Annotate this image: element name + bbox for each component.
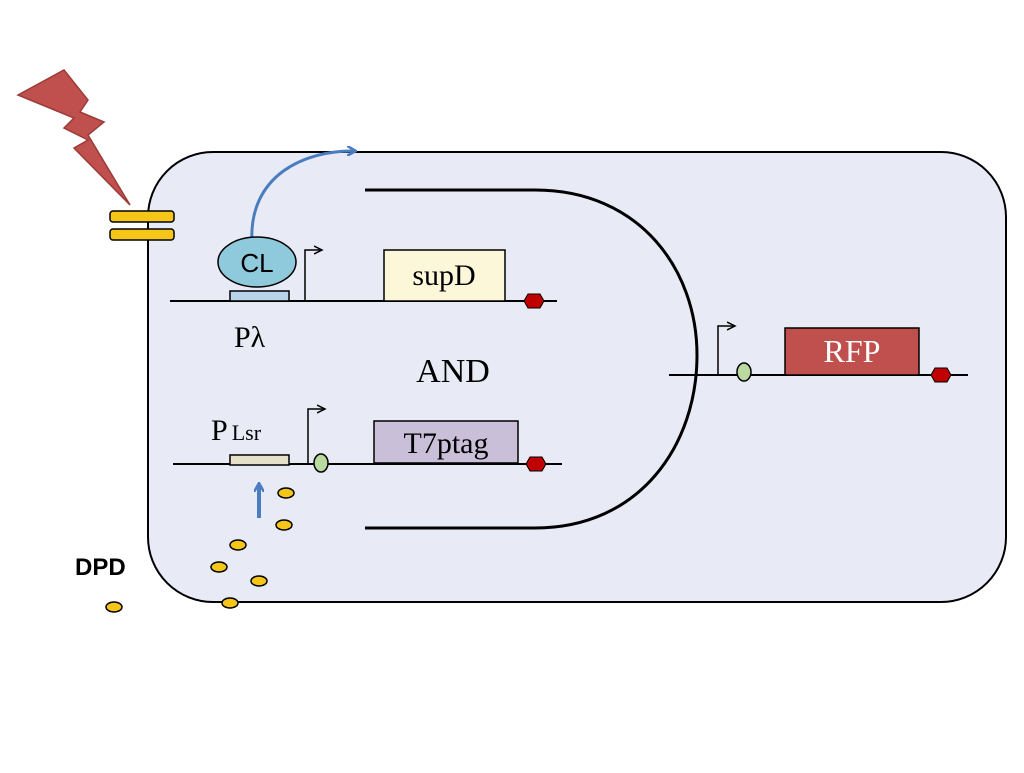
p-lambda-label: Pλ	[234, 321, 266, 354]
p-lsr-label-main: P	[211, 414, 228, 447]
rbs-icon	[313, 453, 329, 473]
rfp-gene	[784, 327, 920, 376]
supd-gene	[383, 249, 506, 302]
dpd-molecule	[105, 601, 123, 613]
dpd-molecule	[210, 561, 228, 573]
dpd-label: DPD	[75, 554, 126, 581]
cl-label: CL	[240, 248, 273, 278]
terminator-icon	[523, 293, 545, 309]
lightning-bolt-icon	[16, 69, 131, 206]
dpd-molecule	[277, 487, 295, 499]
promoter-arrow-icon	[717, 326, 735, 375]
terminator-icon	[525, 456, 547, 472]
and-gate	[365, 188, 699, 530]
cl-signal-arrow	[250, 151, 355, 244]
dpd-molecule	[229, 539, 247, 551]
p-lsr-label: P Lsr	[211, 414, 262, 447]
p-lsr-label-sub: Lsr	[232, 420, 262, 445]
operator-p-lambda	[229, 290, 290, 302]
dpd-molecule	[250, 575, 268, 587]
promoter-arrow-icon	[304, 250, 322, 301]
cell-membrane	[147, 151, 1007, 603]
rbs-icon	[736, 362, 752, 382]
and-gate-label: AND	[416, 353, 490, 390]
t7ptag-label: T7ptag	[404, 427, 489, 460]
dpd-molecule	[275, 519, 293, 531]
t7ptag-gene	[373, 420, 519, 464]
membrane-receptor	[109, 210, 175, 241]
supd-label: supD	[412, 259, 475, 292]
operator-p-lsr	[229, 454, 290, 466]
terminator-icon	[930, 367, 952, 383]
cl-protein	[217, 236, 297, 288]
promoter-arrow-icon	[307, 409, 325, 464]
rfp-label: RFP	[824, 333, 881, 369]
dpd-molecule	[221, 597, 239, 609]
dpd-molecules	[105, 487, 295, 613]
